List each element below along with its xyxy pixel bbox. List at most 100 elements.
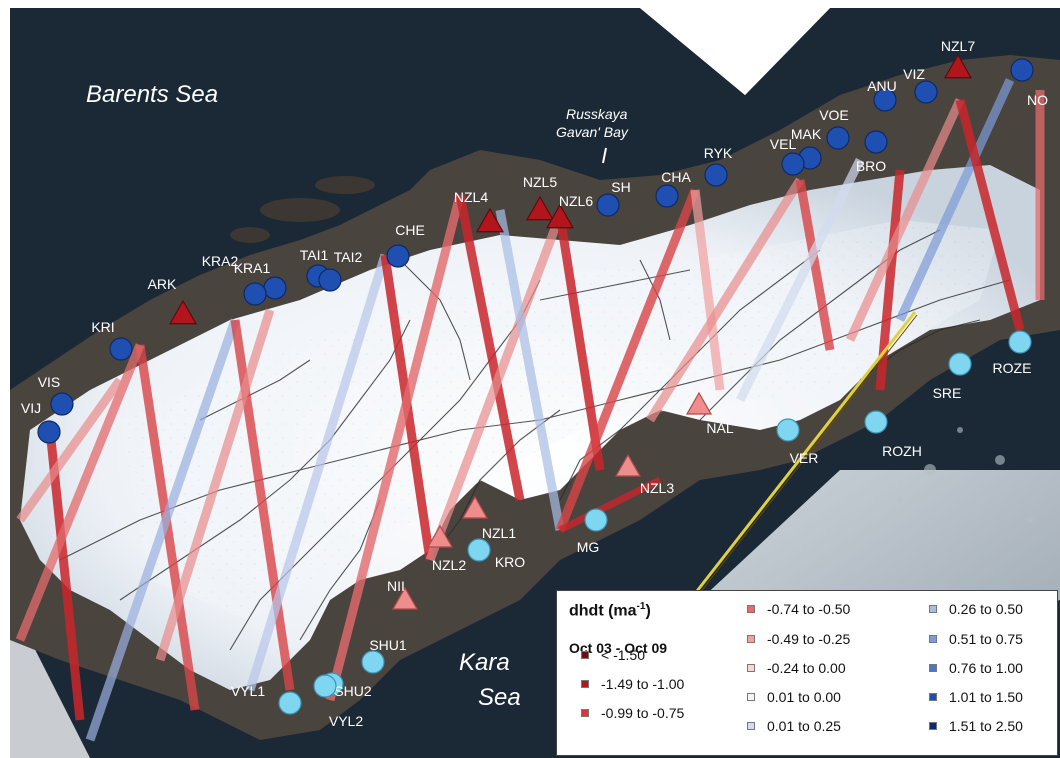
legend-swatch: [747, 605, 755, 613]
marker-label-vij: VIJ: [21, 400, 41, 416]
legend-item-label: 0.26 to 0.50: [949, 601, 1023, 617]
marker-label-kra2: KRA2: [202, 253, 239, 269]
marker-kra2: [243, 282, 267, 306]
marker-label-nii: NII: [387, 578, 405, 594]
island: [260, 198, 340, 222]
marker-label-ark: ARK: [148, 276, 177, 292]
marker-label-cha: CHA: [661, 169, 691, 185]
marker-label-tai2: TAI2: [334, 249, 363, 265]
legend-title: dhdt (ma-1): [569, 601, 651, 620]
legend-title-close: ): [645, 602, 651, 620]
marker-mg: [584, 508, 608, 532]
legend-swatch: [747, 635, 755, 643]
legend-item: -0.49 to -0.25: [747, 631, 850, 647]
marker-kro: [467, 538, 491, 562]
marker-voe: [826, 126, 850, 150]
marker-roze: [1008, 330, 1032, 354]
marker-label-nzl3: NZL3: [640, 480, 674, 496]
legend-title-superscript: -1: [636, 601, 646, 612]
marker-label-tai1: TAI1: [300, 247, 329, 263]
legend-item: < -1.50: [581, 647, 645, 663]
marker-label-voe: VOE: [819, 107, 849, 123]
marker-label-ryk: RYK: [704, 145, 733, 161]
marker-label-sh: SH: [611, 179, 630, 195]
marker-label-kra1: KRA1: [234, 260, 271, 276]
legend-swatch: [929, 635, 937, 643]
legend-title-text: dhdt (ma: [569, 602, 637, 620]
marker-nii: [391, 586, 419, 610]
marker-label-vyl2: VYL2: [329, 713, 363, 729]
legend-item: 0.01 to 0.25: [747, 718, 841, 734]
marker-label-nzl1: NZL1: [482, 525, 516, 541]
marker-sh: [596, 193, 620, 217]
marker-label-kro: KRO: [495, 554, 525, 570]
marker-label-nzl4: NZL4: [454, 189, 488, 205]
legend-swatch: [929, 722, 937, 730]
marker-ark: [168, 299, 198, 325]
marker-viz: [914, 80, 938, 104]
sea-ice-floes: [897, 427, 1033, 523]
legend-swatch: [747, 722, 755, 730]
marker-nzl3: [614, 453, 642, 477]
marker-label-mak: MAK: [791, 126, 822, 142]
legend-swatch: [581, 680, 589, 688]
bay-pointer-line: [602, 147, 607, 164]
marker-cha: [655, 184, 679, 208]
legend-swatch: [581, 709, 589, 717]
marker-label-no: NO: [1027, 92, 1048, 108]
bay-label-line2: Gavan' Bay: [556, 124, 629, 140]
legend-item: 0.26 to 0.50: [929, 601, 1023, 617]
marker-no: [1010, 58, 1034, 82]
marker-vyl2: [313, 674, 337, 698]
legend-item-label: 0.51 to 0.75: [949, 631, 1023, 647]
marker-kri: [109, 337, 133, 361]
marker-vel: [781, 152, 805, 176]
marker-label-nzl6: NZL6: [559, 193, 593, 209]
marker-label-mg: MG: [577, 539, 600, 555]
island: [230, 227, 270, 243]
legend-item: 1.01 to 1.50: [929, 689, 1023, 705]
barents-sea-label: Barents Sea: [86, 81, 218, 108]
marker-label-vis: VIS: [38, 374, 61, 390]
marker-rozh: [864, 410, 888, 434]
legend-swatch: [929, 664, 937, 672]
marker-label-nzl2: NZL2: [432, 557, 466, 573]
legend-item-label: 1.01 to 1.50: [949, 689, 1023, 705]
marker-kra1: [263, 276, 287, 300]
legend-swatch: [747, 664, 755, 672]
marker-anu: [873, 88, 897, 112]
legend-item: -0.24 to 0.00: [747, 660, 846, 676]
marker-nzl1: [461, 495, 489, 519]
marker-label-anu: ANU: [867, 78, 897, 94]
kara-sea-label-line1: Kara: [459, 649, 510, 676]
marker-nzl5: [525, 195, 555, 221]
legend-item: -0.74 to -0.50: [747, 601, 850, 617]
legend-period: Oct 03 - Oct 09: [569, 640, 668, 656]
legend-item: -0.99 to -0.75: [581, 705, 684, 721]
legend-item-label: -0.99 to -0.75: [601, 705, 685, 721]
swath-boundary-line-shadow: [691, 314, 918, 604]
legend-item-label: -0.24 to 0.00: [767, 660, 846, 676]
marker-che: [386, 244, 410, 268]
altimetry-tracks: [15, 78, 1045, 742]
marker-label-bro: BRO: [856, 158, 886, 174]
legend-item-label: 0.01 to 0.25: [767, 718, 841, 734]
bay-label-line1: Russkaya: [566, 106, 628, 122]
marker-label-shu2: SHU2: [334, 683, 372, 699]
marker-label-vyl1: VYL1: [231, 683, 265, 699]
legend-item: 0.51 to 0.75: [929, 631, 1023, 647]
swath-boundary-line: [688, 311, 917, 601]
marker-ver: [776, 418, 800, 442]
legend-item: 1.51 to 2.50: [929, 718, 1023, 734]
marker-label-che: CHE: [395, 222, 425, 238]
legend-swatch: [581, 651, 589, 659]
marker-label-sre: SRE: [933, 385, 962, 401]
marker-label-nal: NAL: [706, 420, 733, 436]
marker-nzl6: [545, 203, 575, 229]
marker-vis: [50, 392, 74, 416]
legend-item-label: 1.51 to 2.50: [949, 718, 1023, 734]
legend-item-label: -0.49 to -0.25: [767, 631, 851, 647]
